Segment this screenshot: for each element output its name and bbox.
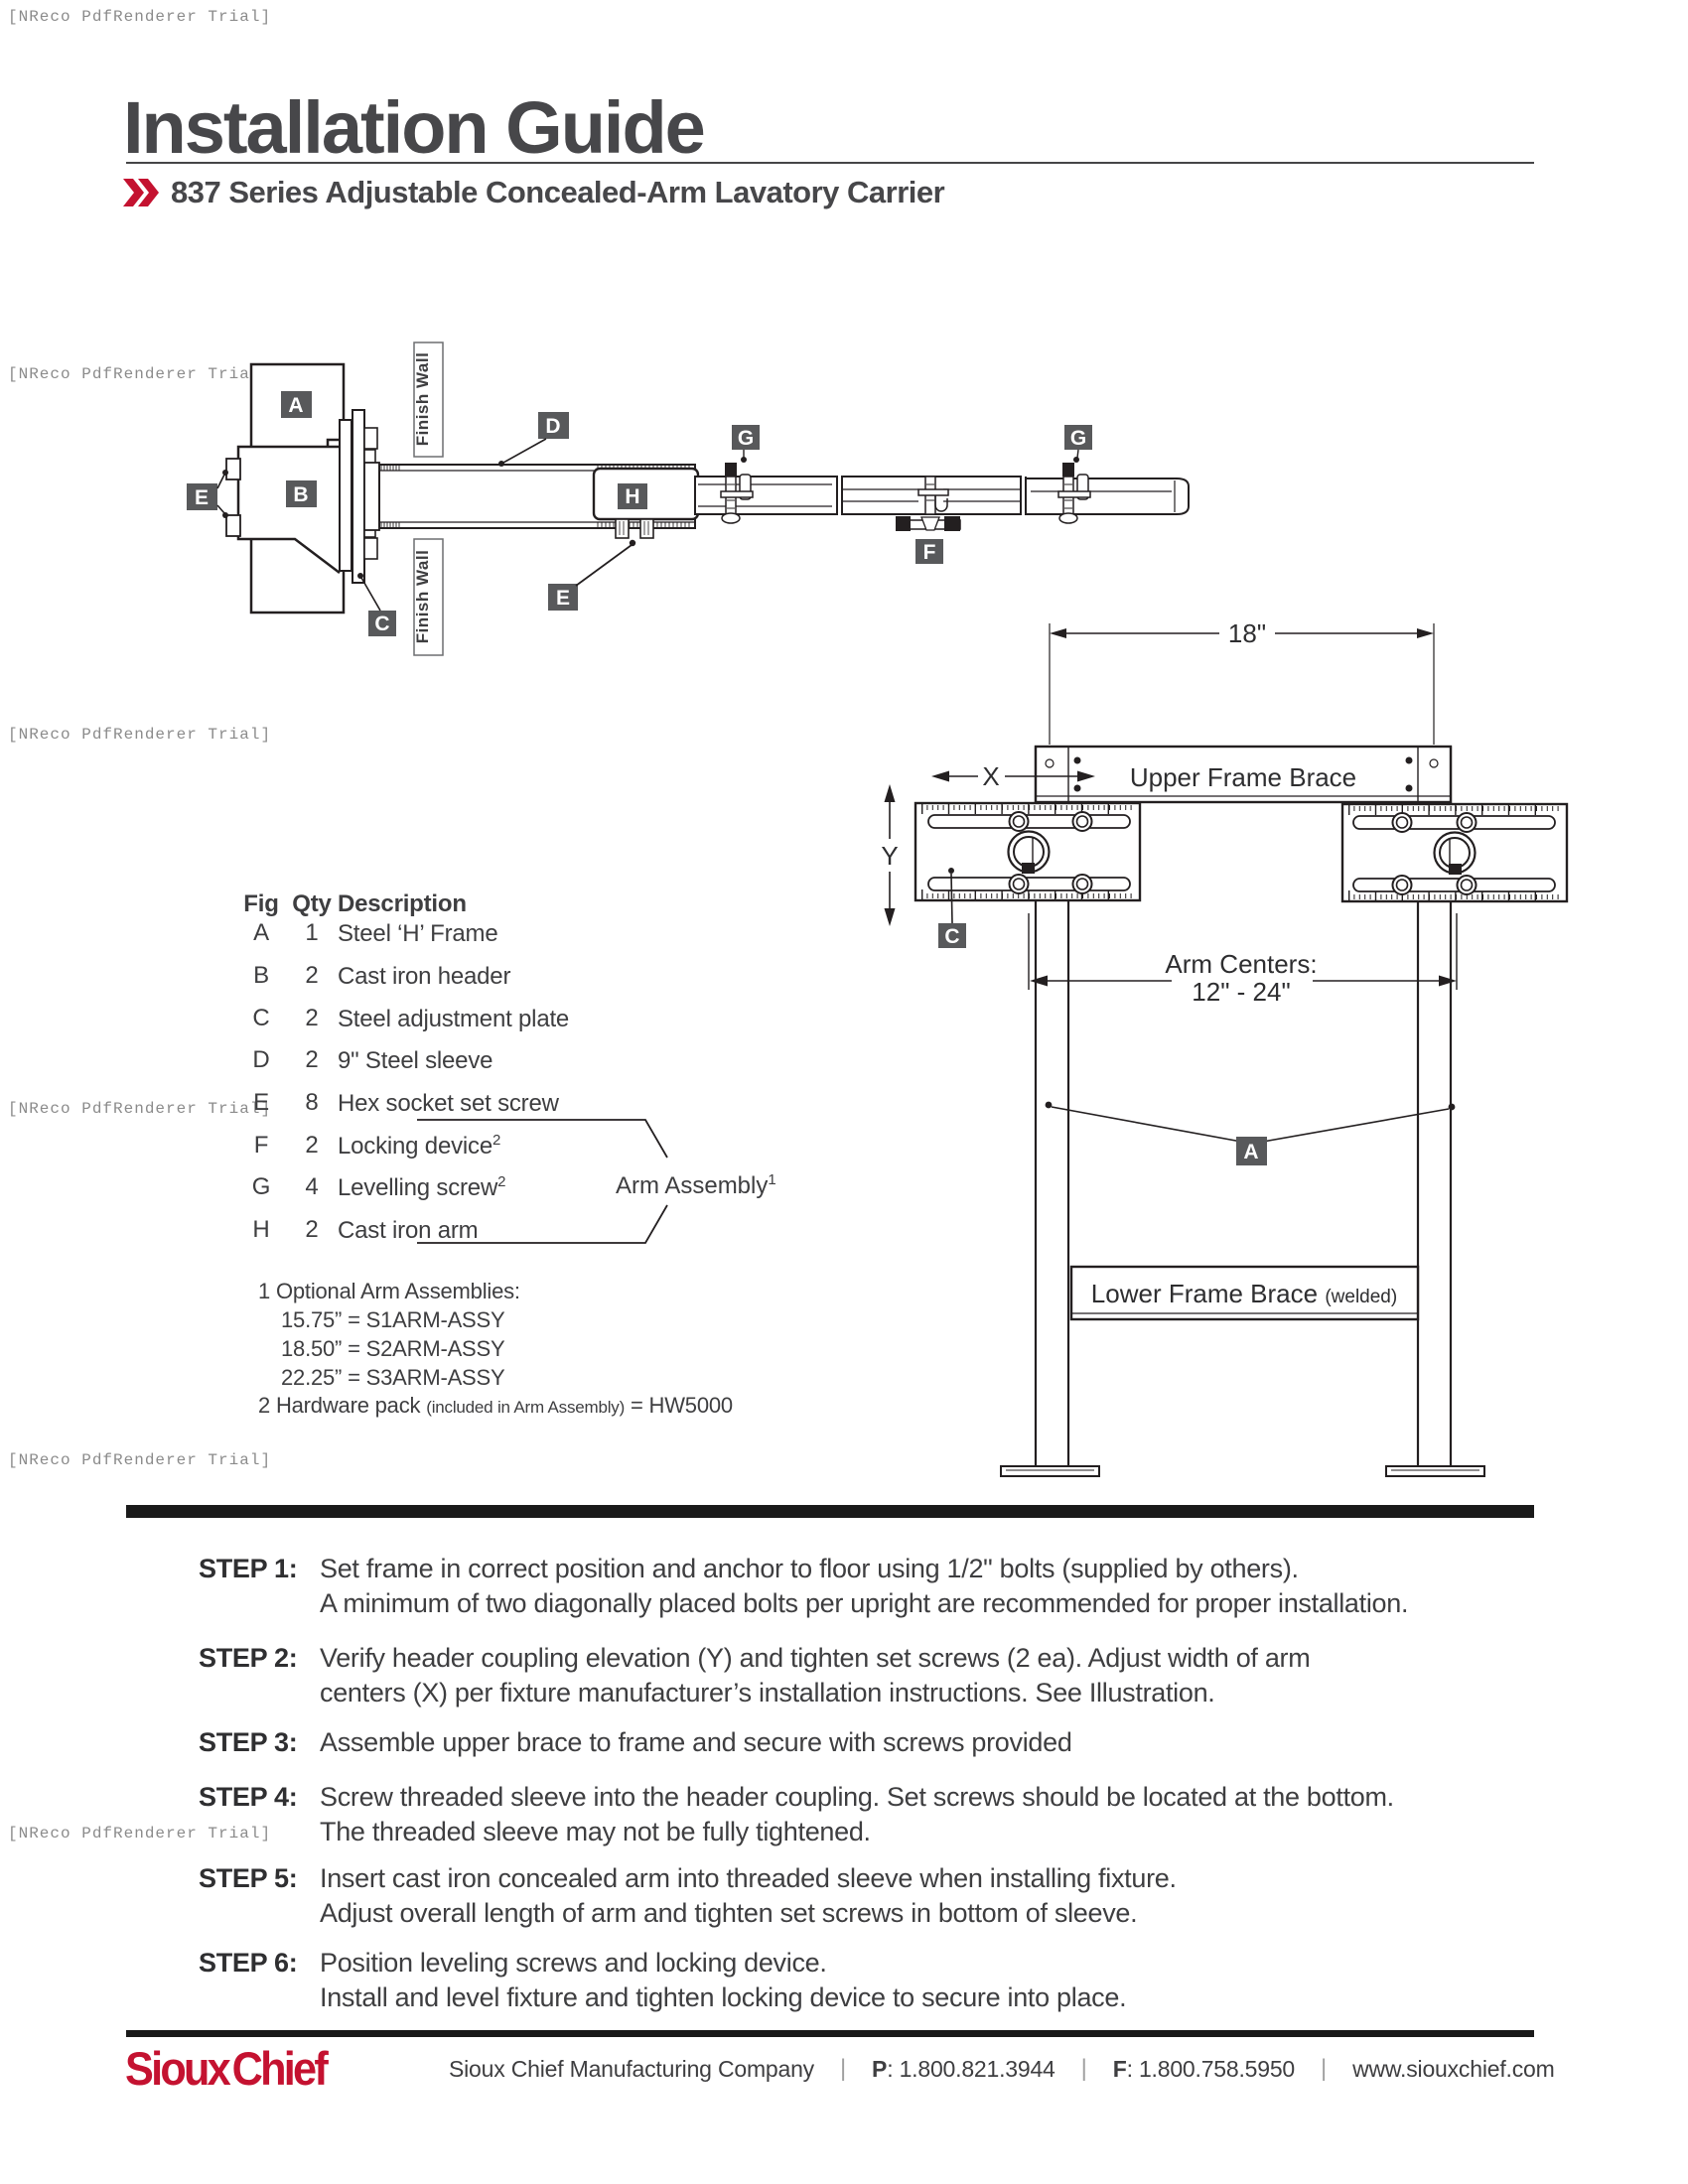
note-1: 1 Optional Arm Assemblies: [258,1279,520,1303]
footer-separator: | [1080,2055,1087,2082]
frame-feet [1000,1465,1485,1477]
col-desc: Description [338,890,467,917]
svg-text:C: C [944,925,959,948]
label-e1: E [195,486,209,509]
footer-phone: P: 1.800.821.3944 [872,2055,1055,2082]
svg-text:X: X [982,761,999,791]
label-e2: E [556,587,570,610]
label-a: A [288,394,303,417]
dim-18: 18" [1049,618,1435,745]
footer-divider [126,2030,1534,2037]
note-1-item: 18.50” = S2ARM-ASSY [281,1336,505,1361]
svg-text:Arm Centers:: Arm Centers: [1165,949,1317,979]
step-1-line: A minimum of two diagonally placed bolts… [320,1588,1409,1618]
arm-assembly-bracket [417,1119,668,1244]
finish-wall-bottom: Finish Wall [413,538,444,656]
step-2-line: centers (X) per fixture manufacturer’s i… [320,1678,1215,1707]
adjustment-plate-left [914,801,1142,902]
adjustment-plate-right [1340,802,1569,903]
page-title: Installation Guide [123,86,706,169]
step-4-line: The threaded sleeve may not be fully tig… [320,1817,871,1846]
page-subtitle: 837 Series Adjustable Concealed-Arm Lava… [171,175,945,209]
svg-text:Upper Frame Brace: Upper Frame Brace [1130,762,1356,792]
label-h: H [625,485,639,508]
watermark: [NReco PdfRenderer Trial] [8,1451,272,1469]
watermark: [NReco PdfRenderer Trial] [8,1100,272,1118]
svg-text:Finish Wall: Finish Wall [413,352,432,447]
step-3-label: STEP 3: [199,1727,298,1757]
frame-label-c: C [938,868,966,948]
note-1-item: 22.25” = S3ARM-ASSY [281,1365,505,1390]
frame-label-a: A [1045,1101,1456,1165]
step-2-line: Verify header coupling elevation (Y) and… [320,1643,1311,1673]
dim-x: X [931,761,1095,791]
col-fig: Fig [243,890,279,917]
svg-text:Y: Y [881,841,898,871]
svg-text:Finish Wall: Finish Wall [413,550,432,644]
footer-separator: | [1321,2055,1328,2082]
svg-text:Lower Frame Brace (welded): Lower Frame Brace (welded) [1091,1279,1397,1308]
footer-website: www.siouxchief.com [1352,2055,1555,2082]
lower-frame-brace: Lower Frame Brace (welded) [1069,1265,1420,1321]
step-6-label: STEP 6: [199,1948,298,1978]
col-qty: Qty [292,890,332,917]
locking-device [896,476,961,531]
watermark: [NReco PdfRenderer Trial] [8,726,272,744]
plate-strip-shape [339,419,352,572]
title-divider [126,162,1534,164]
label-b: B [293,483,308,506]
footer-separator: | [839,2055,847,2082]
step-1-line: Set frame in correct position and anchor… [320,1554,1299,1583]
step-5-line: Insert cast iron concealed arm into thre… [320,1863,1177,1893]
watermark: [NReco PdfRenderer Trial] [8,1825,272,1843]
step-1-label: STEP 1: [199,1554,298,1583]
upper-frame-brace: Upper Frame Brace [1034,745,1453,804]
step-5-line: Adjust overall length of arm and tighten… [320,1898,1138,1928]
footer-company: Sioux Chief Manufacturing Company [449,2055,814,2082]
note-1-item: 15.75” = S1ARM-ASSY [281,1307,505,1332]
double-chevron-icon [123,179,159,206]
label-f: F [923,541,936,564]
label-c: C [374,613,389,635]
label-g1: G [738,427,754,450]
sioux-chief-logo: Sioux Chief [125,2042,329,2095]
subtitle-row: 837 Series Adjustable Concealed-Arm Lava… [123,175,945,210]
step-6-line: Install and level fixture and tighten lo… [320,1982,1127,2012]
dim-y: Y [881,784,899,926]
step-2-label: STEP 2: [199,1643,298,1673]
footer-info: Sioux Chief Manufacturing Company | P: 1… [449,2055,1555,2083]
dim-arm-centers: Arm Centers: 12" - 24" [1028,913,1458,1007]
step-6-line: Position leveling screws and locking dev… [320,1948,827,1978]
label-d: D [545,415,560,438]
step-4-label: STEP 4: [199,1782,298,1812]
svg-text:18": 18" [1228,618,1266,648]
note-2: 2 Hardware pack (included in Arm Assembl… [258,1393,733,1418]
step-4-line: Screw threaded sleeve into the header co… [320,1782,1394,1812]
step-3-line: Assemble upper brace to frame and secure… [320,1727,1072,1757]
step-5-label: STEP 5: [199,1863,298,1893]
levelling-screw-2 [1057,463,1091,524]
svg-text:12" - 24": 12" - 24" [1192,977,1290,1007]
svg-text:A: A [1243,1141,1258,1163]
side-labels: A B E C D H E G G F [187,391,1092,636]
watermark: [NReco PdfRenderer Trial] [8,8,272,26]
section-divider [126,1505,1534,1518]
leader-lines [216,438,1079,612]
footer-fax: F: 1.800.758.5950 [1112,2055,1296,2082]
finish-wall-top: Finish Wall [413,341,444,458]
installation-diagrams: Finish Wall Finish Wall [187,341,1569,1477]
levelling-screw-1 [720,463,754,524]
arm-assembly-label: Arm Assembly1 [616,1171,776,1199]
label-g2: G [1070,427,1086,450]
